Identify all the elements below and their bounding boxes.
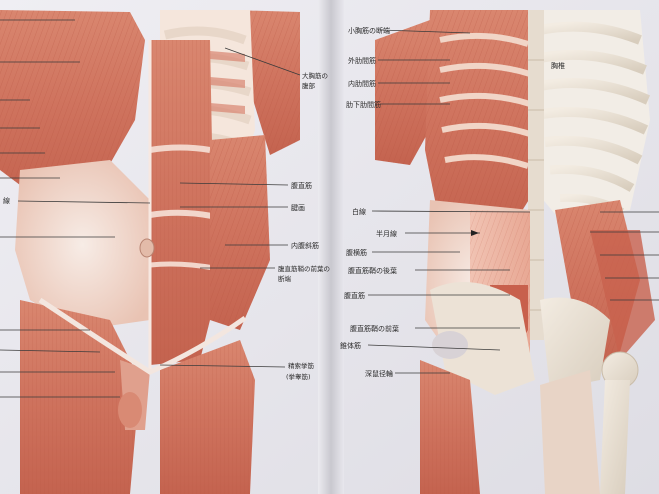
label-sheath-line1: 腹直筋鞘の前葉の: [278, 264, 330, 273]
label-sheath-line2: 断端: [278, 274, 292, 283]
label-rectus-left: 腹直筋: [291, 181, 312, 190]
label-thoracic-spine: 胸椎: [551, 61, 565, 70]
label-pectoralis-minor-cut: 小胸筋の断端: [348, 26, 390, 35]
label-posterior-sheath: 腹直筋鞘の後葉: [348, 266, 397, 275]
navel: [140, 239, 154, 257]
label-pectoral-line2: 腹部: [302, 81, 316, 90]
label-internal-intercostal: 内肋間筋: [348, 79, 376, 88]
label-cremaster-line2: (挙睾筋): [286, 372, 311, 381]
label-left-edge: 線: [3, 196, 10, 205]
label-anterior-sheath: 腹直筋鞘の前葉: [350, 324, 399, 333]
label-cremaster-line1: 精索挙筋: [288, 361, 315, 370]
label-internal-oblique: 内腹斜筋: [291, 241, 319, 250]
label-pectoral-line1: 大胸筋の: [302, 71, 328, 80]
label-transversus: 腹横筋: [346, 248, 367, 257]
label-linea-alba: 白線: [352, 207, 366, 216]
label-deep-inguinal-ring: 深鼠径輪: [365, 369, 393, 378]
label-pyramidalis: 錐体筋: [340, 341, 361, 350]
label-external-intercostal: 外肋間筋: [348, 56, 376, 65]
label-subcostal: 肋下肋間筋: [346, 100, 381, 109]
label-tendinous: 腱画: [291, 203, 305, 212]
label-semilunar-line: 半月線: [376, 229, 397, 238]
label-rectus-right: 腹直筋: [344, 291, 365, 300]
